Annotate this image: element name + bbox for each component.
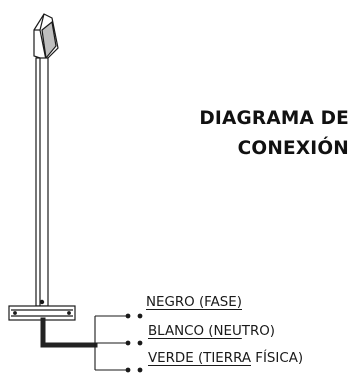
wire-terminals <box>125 313 143 373</box>
wire-label-white-underlined: BLANCO (NEU <box>148 324 242 339</box>
wire-bundle <box>94 315 128 371</box>
terminal-green-2 <box>137 367 143 373</box>
diagram-title-line-1: DIAGRAMA DE <box>199 108 349 129</box>
diagram-title-line-2: CONEXIÓN <box>237 138 349 159</box>
wire-label-green-underlined: VERDE (TIERRA <box>148 351 251 366</box>
terminal-black-1 <box>125 313 131 319</box>
supply-cable <box>40 317 98 348</box>
terminal-white-1 <box>125 340 131 346</box>
terminal-black-2 <box>137 313 143 319</box>
bollard-pole <box>35 57 49 307</box>
terminal-white-2 <box>137 340 143 346</box>
wire-label-green: VERDE (TIERRA FÍSICA) <box>148 352 303 365</box>
base-plate <box>8 305 76 321</box>
wire-label-black: NEGRO (FASE) <box>146 296 242 309</box>
pole-screw <box>39 299 45 305</box>
wire-label-green-rest: FÍSICA) <box>251 351 304 366</box>
terminal-green-1 <box>125 367 131 373</box>
lamp-lens <box>41 20 57 60</box>
wire-label-black-underlined: NEGRO (FASE) <box>146 295 242 310</box>
wire-label-white: BLANCO (NEUTRO) <box>148 325 275 338</box>
lamp-head <box>33 13 59 61</box>
wire-label-white-rest: TRO) <box>241 324 276 339</box>
